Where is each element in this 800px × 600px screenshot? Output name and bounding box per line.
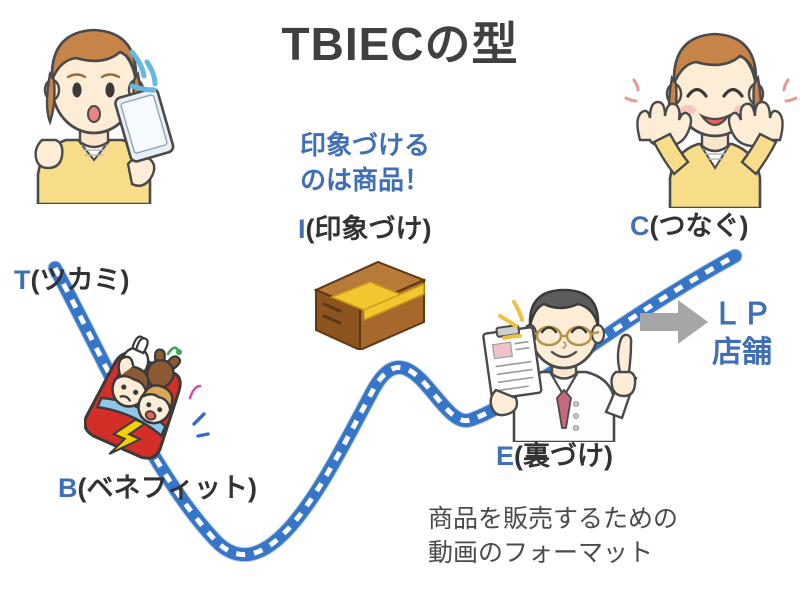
page-title: TBIECの型 <box>281 18 519 70</box>
stage-label-c-text: (つなぐ) <box>649 211 749 241</box>
impression-note: 印象づける のは商品！ <box>300 128 430 199</box>
impression-note-line2: のは商品！ <box>300 165 431 196</box>
caption: 商品を販売するための 動画のフォーマット <box>428 503 678 571</box>
stage-label-b-text: (ベネフィット) <box>77 473 257 503</box>
destination-line1: ＬＰ <box>712 298 772 331</box>
expert-pointing-illustration <box>482 288 638 442</box>
right-arrow-icon <box>640 300 708 344</box>
caption-line2: 動画のフォーマット <box>428 538 654 567</box>
stage-label-i-text: (印象づけ) <box>305 214 432 244</box>
caption-line1: 商品を販売するための <box>428 505 679 533</box>
stage-label-i: I(印象づけ) <box>298 214 432 244</box>
destination-line2: 店舗 <box>712 336 772 370</box>
stage-label-e-text: (裏づけ) <box>514 441 613 471</box>
woman-with-smartphone-illustration <box>34 28 175 204</box>
roller-coaster-car-illustration <box>84 335 210 460</box>
impression-note-line1: 印象づける <box>300 130 431 160</box>
stage-label-c: C(つなぐ) <box>630 211 749 241</box>
cardboard-box-illustration <box>313 260 427 350</box>
stage-label-b: B(ベネフィット) <box>58 473 257 503</box>
stage-label-t: T(ツカミ) <box>14 265 130 295</box>
stage-label-t-text: (ツカミ) <box>30 265 130 295</box>
stage-label-e: E(裏づけ) <box>496 441 613 471</box>
woman-cheering-illustration <box>624 32 798 208</box>
destination-label: ＬＰ 店舗 <box>712 296 772 373</box>
